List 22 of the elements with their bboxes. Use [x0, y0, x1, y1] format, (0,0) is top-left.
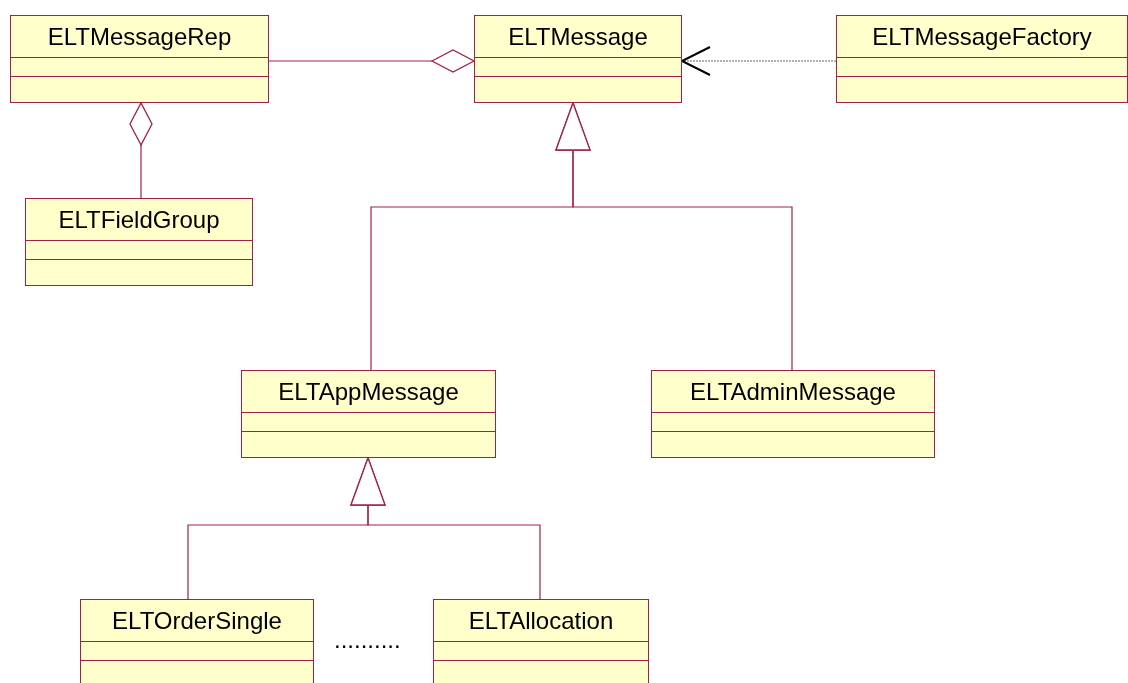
- class-name: ELTAppMessage: [277, 377, 460, 407]
- generalization-arrow: [350, 457, 541, 600]
- aggregation-line: [268, 49, 475, 73]
- ellipsis-text: ..........: [334, 626, 401, 654]
- class-name: ELTMessageFactory: [871, 22, 1093, 52]
- class-box: [474, 15, 682, 103]
- class-box: [10, 15, 269, 103]
- class-box: [241, 370, 496, 458]
- class-name: ELTAllocation: [467, 606, 615, 636]
- class-name: ELTFieldGroup: [57, 205, 221, 235]
- dependency-arrow: [681, 46, 837, 76]
- class-box: [433, 599, 649, 683]
- class-box: [651, 370, 935, 458]
- class-name: ELTOrderSingle: [111, 606, 283, 636]
- class-name: ELTAdminMessage: [689, 377, 897, 407]
- class-box: [836, 15, 1128, 103]
- generalization-arrow: [555, 102, 793, 371]
- class-name: ELTMessage: [507, 22, 649, 52]
- class-box: [80, 599, 314, 683]
- aggregation-line: [129, 102, 153, 199]
- class-box: [25, 198, 253, 286]
- class-name: ELTMessageRep: [46, 22, 233, 52]
